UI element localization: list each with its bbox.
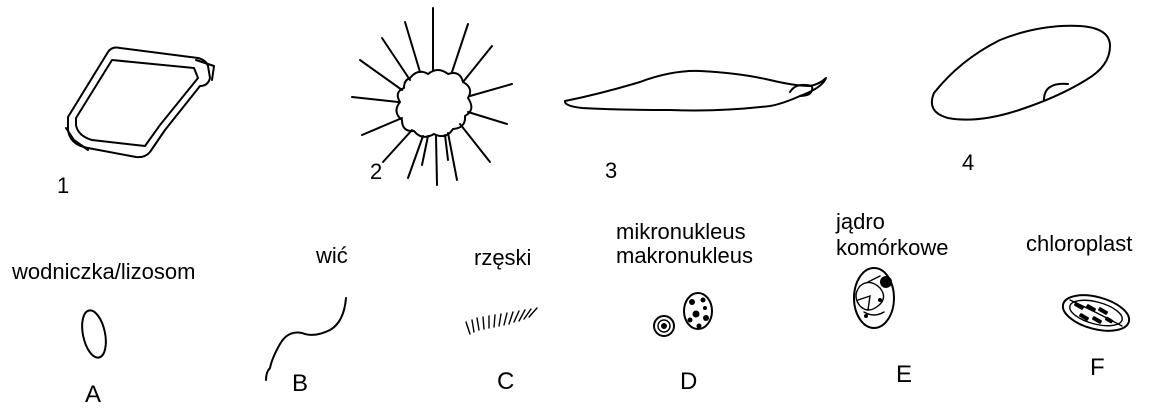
structure-label-d-line2: makronukleus bbox=[616, 245, 753, 267]
structure-label-e-line2: komórkowe bbox=[836, 237, 948, 259]
spindle-cell-icon bbox=[565, 71, 826, 111]
organism-number-1: 1 bbox=[57, 175, 69, 197]
cell-nucleus-icon bbox=[854, 268, 894, 328]
structure-letter-d: D bbox=[680, 370, 697, 394]
structure-label-c: rzęski bbox=[474, 247, 531, 269]
structure-label-d-line1: mikronukleus bbox=[616, 221, 746, 243]
structure-label-b: wić bbox=[316, 245, 348, 267]
structure-letter-c: C bbox=[497, 370, 514, 394]
structure-letter-b: B bbox=[292, 372, 308, 396]
nuclei-icon bbox=[654, 293, 712, 336]
structure-letter-e: E bbox=[896, 363, 912, 387]
vacuole-icon bbox=[78, 308, 109, 360]
structure-letter-a: A bbox=[85, 383, 101, 407]
elongated-rectangular-cell-icon bbox=[66, 48, 214, 158]
chloroplast-icon bbox=[1059, 289, 1133, 338]
structure-label-a: wodniczka/lizosom bbox=[12, 261, 195, 283]
structure-label-f: chloroplast bbox=[1026, 233, 1132, 255]
flagellum-icon bbox=[266, 298, 346, 380]
organism-number-4: 4 bbox=[962, 152, 974, 174]
organism-number-2: 2 bbox=[370, 161, 382, 183]
slipper-cell-icon bbox=[932, 26, 1110, 120]
structure-letter-f: F bbox=[1090, 356, 1105, 380]
cilia-icon bbox=[466, 308, 537, 334]
structure-label-e-line1: jądro bbox=[836, 211, 885, 233]
organism-number-3: 3 bbox=[605, 160, 617, 182]
